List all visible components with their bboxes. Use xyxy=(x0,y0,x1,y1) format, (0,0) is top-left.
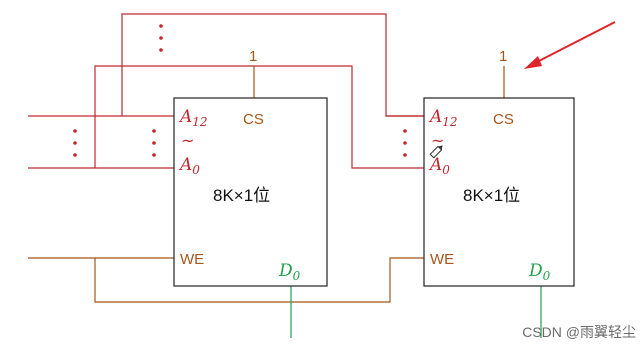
pencil-cursor-icon xyxy=(429,145,443,159)
watermark: CSDN @雨翼轻尘 xyxy=(522,324,636,340)
chip-right-a12-pin: A12 xyxy=(428,107,458,129)
ellipsis-top xyxy=(159,24,163,52)
chip-right-body xyxy=(423,97,575,287)
chip-left-tilde: ~ xyxy=(181,131,194,150)
chip-right-d0-pin: D0 xyxy=(528,261,551,283)
ellipsis-left-1 xyxy=(73,129,77,157)
we-line-route xyxy=(94,257,424,303)
addr-line-a0-route xyxy=(94,65,424,169)
chip-left-cs-pin: CS xyxy=(243,111,264,128)
chip-right-cs-pin: CS xyxy=(493,111,514,128)
chip-right-cs-value: 1 xyxy=(499,48,507,65)
chip-right-a0-pin: A0 xyxy=(428,155,450,177)
data-lines xyxy=(290,286,542,338)
chip-right-we-pin: WE xyxy=(430,251,454,268)
chip-left-a0-pin: A0 xyxy=(178,155,200,177)
ellipsis-group xyxy=(73,24,407,157)
chip-left-we-pin: WE xyxy=(180,251,204,268)
ellipsis-left-2 xyxy=(152,129,156,157)
ellipsis-right xyxy=(403,129,407,157)
chip-right-tilde: ~ xyxy=(431,131,444,150)
chip-left-body xyxy=(173,97,328,287)
chip-right-label: 8K×1位 xyxy=(463,186,520,205)
control-bus xyxy=(28,66,505,303)
chip-right: A12 ~ A0 CS 8K×1位 WE D0 1 xyxy=(423,48,575,287)
arrow-icon xyxy=(524,21,616,69)
chip-left-d0-pin: D0 xyxy=(278,261,301,283)
chip-left: A12 ~ A0 CS 8K×1位 WE D0 1 xyxy=(173,48,328,287)
chip-left-label: 8K×1位 xyxy=(213,186,270,205)
address-bus xyxy=(28,13,424,169)
chip-left-a12-pin: A12 xyxy=(178,107,208,129)
chip-left-cs-value: 1 xyxy=(249,48,257,65)
